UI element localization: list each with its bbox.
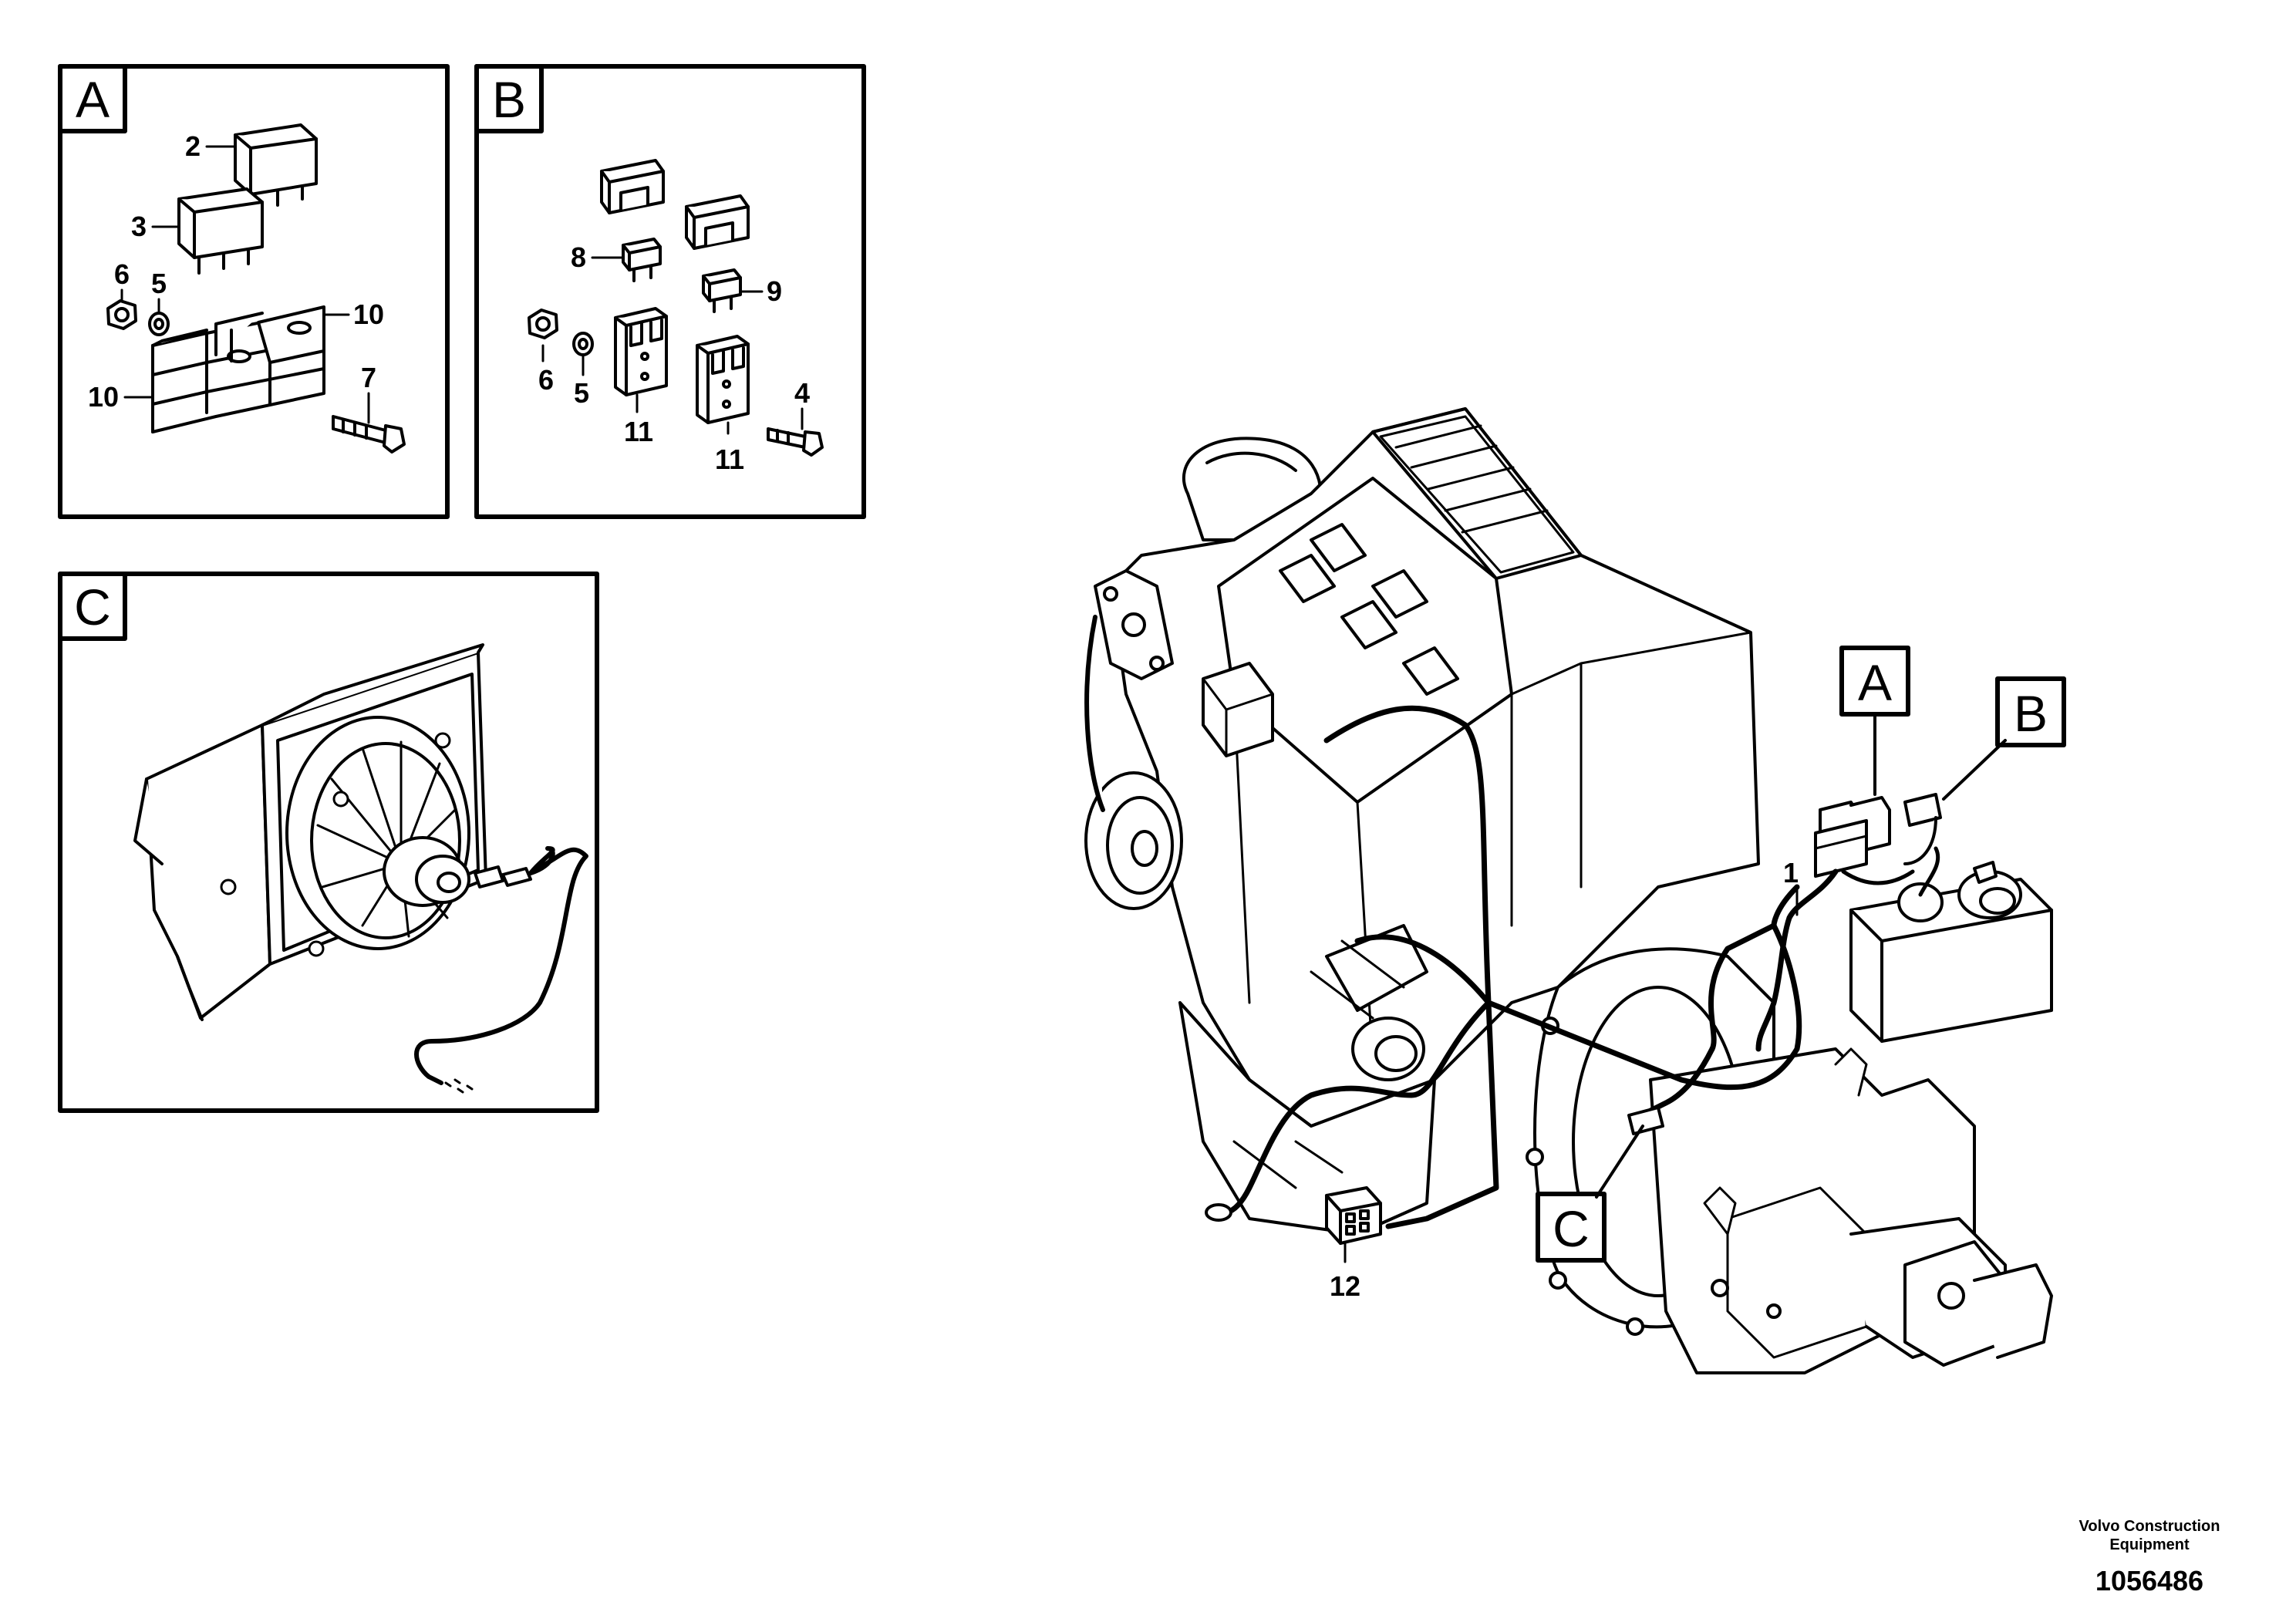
flag-c-box [1536,1192,1607,1263]
callout-1: 1 [1783,857,1799,889]
callout-3: 3 [131,211,147,242]
main-flag-c: C [1536,1125,1644,1263]
bolt-4 [767,427,824,457]
panel-c-letter: C [74,578,111,636]
panel-b-frame [474,64,866,519]
fuse-cover-right [685,194,750,250]
callout-11-right: 11 [715,443,744,475]
panel-c-label-box [58,572,127,641]
panel-a-label-box [58,64,127,133]
callout-9: 9 [767,275,782,307]
engine-block [1109,407,1760,1128]
engine-assembly [1084,407,2053,1374]
cooling-fan [285,716,470,950]
cable-end-pins [444,1078,474,1094]
callout-7: 7 [361,362,376,393]
flag-c-letter: C [1553,1200,1590,1257]
callout-12: 12 [1330,1270,1360,1302]
shroud-bolts [220,732,451,957]
front-bracket [1094,569,1174,680]
panel-b-leaders [541,256,804,435]
flag-b-leader [1942,739,2007,801]
nut-6-b [528,309,558,339]
fuse-8 [622,238,662,282]
harness-connector-c [1627,1106,1664,1135]
flag-b-box [1995,676,2066,747]
panel-b-label-box [474,64,544,133]
panel-a-leaders [120,145,370,424]
detail-panel-c: C [58,572,599,1113]
fuse-cover-left [600,159,665,214]
panel-a-letter: A [76,71,110,128]
ground-lug [1205,1203,1232,1222]
bolt-7 [332,415,406,454]
callout-8: 8 [571,241,586,273]
callout-6: 6 [114,258,130,290]
harness-1-branch [1841,846,1940,897]
relay-3 [177,187,264,275]
fan-connector [474,865,532,889]
crank-pulley [1084,615,1183,910]
washer-5 [148,312,170,336]
panel-a-frame [58,64,450,519]
flag-a-box [1839,646,1910,717]
footer-doc-number: 1056486 [2095,1565,2204,1597]
footer-company: Volvo Construction Equipment [2057,1517,2242,1554]
callout-6-b: 6 [538,364,554,396]
detail-panel-b: B [474,64,866,519]
wiring-harness [1223,705,1802,1229]
fan-cable-run [414,847,588,1085]
washer-5-b [572,332,594,356]
footer-company-line1: Volvo Construction [2079,1518,2220,1535]
flag-b-letter: B [2014,685,2048,742]
callout-11-left: 11 [624,416,653,447]
callout-10-upper: 10 [353,298,384,330]
cover-ribs [1394,424,1549,534]
panel-b-letter: B [492,71,526,128]
reservoir-tank [1849,861,2053,1043]
callout-10-lower: 10 [88,381,119,413]
nut-6 [106,299,137,330]
relay-holder-10 [151,305,325,433]
oil-pan [1178,1001,1436,1236]
relay-fuse-cluster [1814,793,1942,878]
callout-5: 5 [151,268,167,299]
main-flag-b: B [1942,676,2066,801]
fuse-holder-11-right [696,335,750,424]
footer-company-line2: Equipment [2109,1536,2190,1553]
flag-c-leader [1595,1125,1644,1199]
panel-c-frame [58,572,599,1113]
main-flag-a: A [1839,646,1910,796]
hydraulic-pump [1649,1047,2053,1374]
connector-block-12 [1325,1186,1382,1245]
callout-4: 4 [794,377,810,409]
flag-a-letter: A [1858,654,1892,711]
starter-motor [1310,924,1428,1081]
callout-2: 2 [185,130,201,162]
callout-5-b: 5 [574,377,589,409]
detail-panel-a: A [58,64,450,519]
harness-1 [1755,868,1839,1052]
fuse-9 [702,268,742,313]
fuse-holder-11-left [614,307,668,396]
